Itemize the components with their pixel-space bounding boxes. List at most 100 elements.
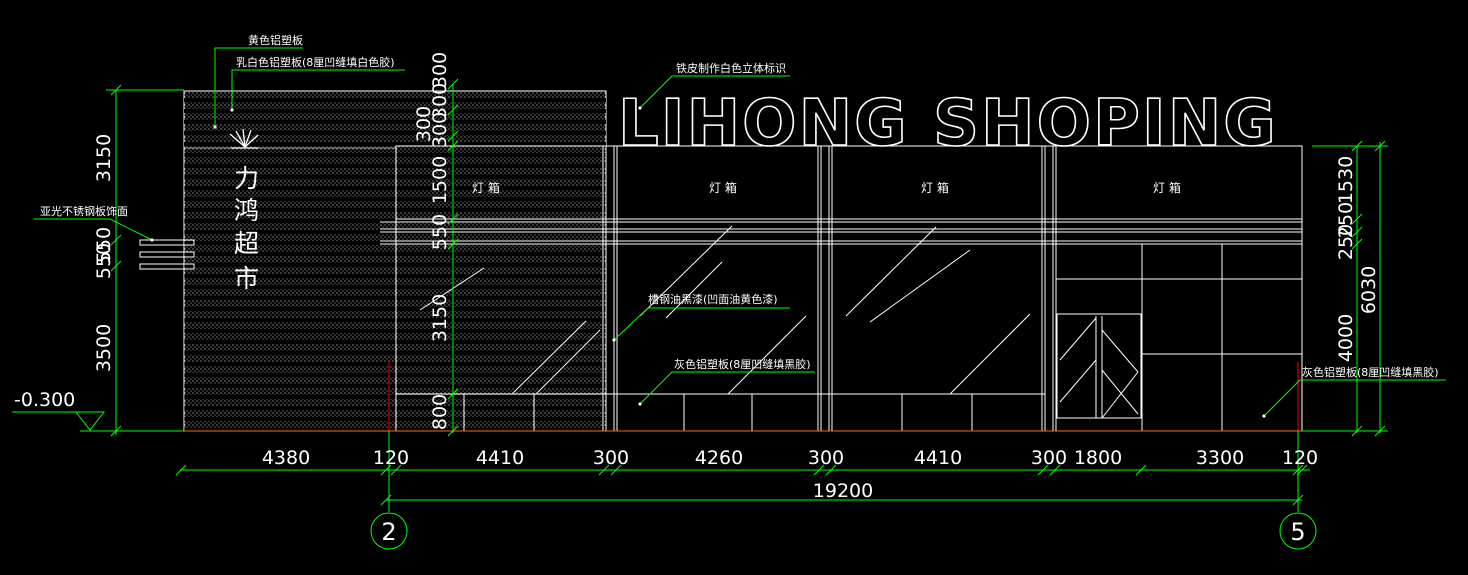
light-box-label-2: 灯 箱 <box>709 180 737 195</box>
dim-tick <box>610 464 622 476</box>
h-dim-11: 120 <box>1282 447 1318 469</box>
dim-tick <box>447 78 459 90</box>
grid-label-2: 2 <box>381 518 396 546</box>
dim-tick <box>1374 140 1386 152</box>
note-channel-steel: 槽钢油黑漆(凹面油黄色漆) <box>648 292 778 306</box>
dim-tick <box>380 494 392 506</box>
dim-tick <box>447 425 459 437</box>
left-panel: 力 鸿 超 市 <box>139 90 607 432</box>
dim-tick <box>1351 213 1363 225</box>
note-stainless-panel: 亚光不锈钢板饰面 <box>40 204 128 218</box>
h-dim-6: 300 <box>808 447 844 469</box>
mid-v-dim-8: 800 <box>429 394 451 430</box>
dim-tick <box>1292 494 1304 506</box>
dim-tick <box>813 464 825 476</box>
light-box-label-1: 灯 箱 <box>472 180 500 195</box>
right-v-dim-5: 6030 <box>1358 266 1380 314</box>
dim-tick <box>380 464 392 476</box>
dim-tick <box>390 464 402 476</box>
main-facade <box>380 145 1303 432</box>
horizontal-dimension-labels: 4380 120 4410 300 4260 300 4410 300 1800… <box>262 447 1318 502</box>
h-dim-4: 300 <box>593 447 629 469</box>
dim-tick <box>598 464 610 476</box>
h-dim-8: 300 <box>1031 447 1067 469</box>
store-name-char-3: 超 <box>234 229 259 258</box>
left-v-dim-1: 3150 <box>93 134 115 182</box>
store-name-char-2: 鸿 <box>234 196 259 225</box>
grid-bubble-5 <box>1279 512 1317 550</box>
level-label: -0.300 <box>14 389 75 411</box>
grid-bubble-2 <box>370 512 408 550</box>
note-yellow-panel: 黄色铝塑板 <box>248 33 303 47</box>
h-dim-2: 120 <box>373 447 409 469</box>
left-vertical-dimension-labels: 3150 550 550 3500 <box>93 134 115 372</box>
note-iron-letters: 铁皮制作白色立体标识 <box>676 61 786 75</box>
panel-band-lines <box>184 98 606 432</box>
note-grey-panel-mid: 灰色铝塑板(8厘凹缝填黑胶) <box>674 357 811 371</box>
stainless-steel-fins <box>139 239 195 270</box>
sunburst-logo-icon <box>229 128 259 149</box>
total-dim: 19200 <box>813 480 873 502</box>
light-box-label-4: 灯 箱 <box>1153 180 1181 195</box>
mid-v-dim-5: 1500 <box>429 156 451 204</box>
h-dim-1: 4380 <box>262 447 310 469</box>
dim-tick <box>110 234 122 246</box>
h-dim-9: 1800 <box>1074 447 1122 469</box>
store-name-char-1: 力 <box>234 164 259 193</box>
dim-tick <box>110 425 122 437</box>
dim-tick <box>1374 425 1386 437</box>
dim-tick <box>1351 425 1363 437</box>
right-v-dim-1: 1530 <box>1335 156 1357 204</box>
dim-tick <box>447 130 459 142</box>
h-dim-3: 4410 <box>476 447 524 469</box>
h-dim-7: 4410 <box>914 447 962 469</box>
dim-tick <box>175 464 187 476</box>
dimension-ticks <box>110 78 1386 506</box>
dim-tick <box>1351 226 1363 238</box>
sign-title: LIHONG SHOPING <box>618 87 1278 161</box>
dim-tick <box>447 388 459 400</box>
annotation-notes: 黄色铝塑板 乳白色铝塑板(8厘凹缝填白色胶) 铁皮制作白色立体标识 亚光不锈钢板… <box>40 33 1439 379</box>
dim-tick <box>1037 464 1049 476</box>
section-marks <box>388 362 1299 431</box>
mid-v-dim-1: 300 <box>429 52 451 88</box>
dim-tick <box>447 104 459 116</box>
right-vertical-dimension-labels: 1530 250 250 4000 6030 <box>1335 156 1380 362</box>
note-milk-white-panel: 乳白色铝塑板(8厘凹缝填白色胶) <box>236 55 395 69</box>
grid-label-5: 5 <box>1290 518 1305 546</box>
dim-tick <box>447 213 459 225</box>
right-v-dim-3: 250 <box>1335 224 1357 260</box>
store-name-vertical: 力 鸿 超 市 <box>234 164 259 293</box>
dim-tick <box>825 464 837 476</box>
dim-tick <box>1351 140 1363 152</box>
left-v-dim-3: 550 <box>93 243 115 279</box>
mid-v-dim-7: 3150 <box>429 294 451 342</box>
right-v-dim-2: 250 <box>1335 202 1357 238</box>
mid-v-dim-3: 300 <box>429 112 451 148</box>
dim-tick <box>1296 464 1308 476</box>
mid-v-dim-6: 550 <box>429 214 451 250</box>
dim-tick <box>110 260 122 272</box>
dimension-lines <box>12 47 1446 512</box>
mid-v-dim-4: 300 <box>413 106 435 142</box>
dim-tick <box>1292 464 1304 476</box>
h-dim-5: 4260 <box>695 447 743 469</box>
dim-tick <box>447 140 459 152</box>
left-v-dim-2: 550 <box>93 227 115 263</box>
light-box-label-3: 灯 箱 <box>921 180 949 195</box>
h-dim-10: 3300 <box>1196 447 1244 469</box>
mid-vertical-dimension-labels: 300 300 300 300 1500 550 3150 800 <box>413 52 451 430</box>
leader-dots <box>150 106 1266 418</box>
dim-tick <box>1351 238 1363 250</box>
dim-tick <box>447 238 459 250</box>
dim-tick <box>1135 464 1147 476</box>
left-v-dim-4: 3500 <box>93 324 115 372</box>
grid-axis-bubbles: 2 5 <box>370 512 1317 550</box>
dim-tick <box>1049 464 1061 476</box>
light-box-labels: 灯 箱 灯 箱 灯 箱 灯 箱 <box>472 180 1181 195</box>
store-name-char-4: 市 <box>234 264 259 293</box>
dim-tick <box>110 84 122 96</box>
mid-v-dim-2: 300 <box>429 83 451 119</box>
right-v-dim-4: 4000 <box>1335 314 1357 362</box>
